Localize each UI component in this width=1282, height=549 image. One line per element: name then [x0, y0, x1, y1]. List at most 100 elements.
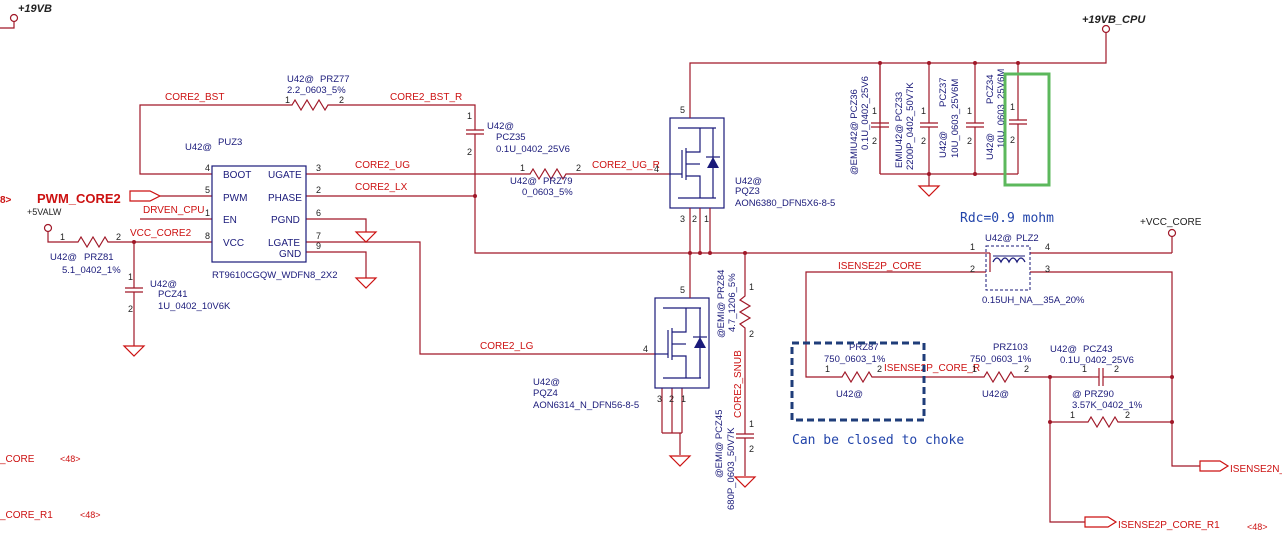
pwm-core2-label: PWM_CORE2 [37, 191, 121, 206]
pcz37-p1: 1 [967, 106, 972, 116]
rail-5valw-terminal [43, 223, 53, 233]
rail-19vb-cpu-label: +19VB_CPU [1082, 14, 1146, 26]
prz87-p2: 2 [877, 364, 882, 374]
prz103-var: U42@ [982, 389, 1009, 400]
ic-pin-name-boot: BOOT [223, 170, 251, 181]
ic-pin-name-lgate: LGATE [268, 238, 300, 249]
capacitor-pcz43 [1092, 368, 1110, 386]
net-core2-lg: CORE2_LG [480, 341, 534, 352]
mosfet-pqz3 [669, 110, 725, 213]
plz2-p2: 2 [970, 264, 975, 274]
ic-ref: PUZ3 [218, 137, 242, 148]
prz81-val: 5.1_0402_1% [62, 265, 121, 276]
ic-pin-name-gnd: GND [279, 249, 301, 260]
prz84-ref: @EMI@ PRZ84 [716, 270, 727, 338]
pqz4-pin-g: 4 [643, 344, 648, 354]
pqz3-pin-d: 5 [680, 105, 685, 115]
pcz43-var: U42@ [1050, 344, 1077, 355]
pqz4-var: U42@ [533, 377, 560, 388]
ic-pin-name-vcc: VCC [223, 238, 244, 249]
net-left-core-ref: <48> [60, 454, 81, 464]
plz2-val: 0.15UH_NA__35A_20% [982, 295, 1085, 306]
pcz36-p1: 1 [872, 106, 877, 116]
pcz41-val: 1U_0402_10V6K [158, 301, 231, 312]
pcz35-p2: 2 [467, 147, 472, 157]
pcz45-ref: @EMI@ PCZ45 [714, 410, 725, 478]
net-drven-cpu: DRVEN_CPU [143, 205, 205, 216]
pcz41-ref: PCZ41 [158, 289, 188, 300]
pqz3-pin-g: 4 [654, 164, 659, 174]
pcz35-p1: 1 [467, 111, 472, 121]
pqz4-val: AON6314_N_DFN56-8-5 [533, 400, 639, 411]
pqz3-pin-s2: 2 [692, 214, 697, 224]
net-core2-lx: CORE2_LX [355, 182, 408, 193]
pqz4-ref: PQZ4 [533, 388, 558, 399]
prz77-p2: 2 [339, 95, 344, 105]
pcz34-p1: 1 [1010, 102, 1015, 112]
pcz45-p2: 2 [749, 444, 754, 454]
pcz33-p1: 1 [921, 106, 926, 116]
pcz43-val: 0.1U_0402_25V6 [1060, 355, 1134, 366]
isense2p-core-r1-arrow [1084, 516, 1118, 528]
pqz4-pin-s2: 2 [669, 394, 674, 404]
ic-pin-num-gnd: 9 [316, 241, 321, 251]
resistor-prz77 [280, 98, 340, 112]
net-isense2p-core: ISENSE2P_CORE [838, 261, 922, 272]
ic-pin-num-ugate: 3 [316, 163, 321, 173]
net-labels: CORE2_BST CORE2_BST_R CORE2_UG CORE2_UG_… [0, 92, 1282, 532]
ic-pin-name-phase: PHASE [268, 193, 302, 204]
plz2-p1: 1 [970, 242, 975, 252]
prz90-ref: @ PRZ90 [1072, 389, 1114, 400]
ground-symbols [122, 185, 941, 488]
resistor-prz84 [738, 280, 752, 340]
net-core2-ug-r: CORE2_UG_R [592, 160, 660, 171]
prz81-p2: 2 [116, 232, 121, 242]
prz87-var: U42@ [836, 389, 863, 400]
capacitor-pcz45 [736, 430, 754, 442]
net-left-core-r1: _CORE_R1 [0, 510, 53, 521]
ic-pin-num-pgnd: 6 [316, 208, 321, 218]
prz77-p1: 1 [285, 95, 290, 105]
capacitor-pcz41 [125, 287, 143, 300]
ic-puz3: U42@ PUZ3 RT9610CGQW_WDFN8_2X2 BOOT PWM … [185, 137, 337, 281]
rail-vcc-core-terminal [1167, 228, 1177, 238]
resistor-prz81 [72, 235, 110, 249]
rail-vcc-core-label: +VCC_CORE [1140, 217, 1202, 228]
ground-gnd [354, 277, 378, 289]
prz87-val: 750_0603_1% [824, 354, 886, 365]
ic-pin-name-ugate: UGATE [268, 170, 302, 181]
rail-19vb-label: +19VB [18, 3, 52, 15]
prz79-ref: PRZ79 [543, 176, 573, 187]
resistor-prz103 [978, 370, 1018, 384]
pcz41-var: U42@ [150, 279, 177, 290]
prz84-p2: 2 [749, 329, 754, 339]
pqz4-pin-d: 5 [680, 285, 685, 295]
pcz45-val: 680P_0603_50V7K [726, 427, 737, 510]
ic-pin-num-vcc: 8 [205, 231, 210, 241]
pcz35-ref: PCZ35 [496, 132, 526, 143]
prz87-p1: 1 [825, 364, 830, 374]
pcz41-p2: 2 [128, 304, 133, 314]
ic-var: U42@ [185, 142, 212, 153]
note-rdc: Rdc=0.9 mohm [960, 211, 1054, 226]
rail-19vb-cpu-terminal [1101, 24, 1111, 34]
prz79-p1: 1 [520, 163, 525, 173]
prz103-ref: PRZ103 [993, 342, 1028, 353]
pwm-offpage-ref: 8> [0, 195, 12, 206]
mosfet-pqz4 [654, 290, 710, 389]
ic-pin-num-boot: 4 [205, 163, 210, 173]
prz87-ref: PRZ87 [849, 342, 879, 353]
prz77-val: 2.2_0603_5% [287, 85, 346, 96]
pcz43-ref: PCZ43 [1083, 344, 1113, 355]
net-core2-ug: CORE2_UG [355, 160, 410, 171]
prz79-val: 0_0603_5% [522, 187, 573, 198]
pcz34-ref: PCZ34 [985, 74, 996, 104]
ground-pcz41 [122, 345, 146, 357]
pcz34-p2: 2 [1010, 135, 1015, 145]
pcz35-var: U42@ [487, 121, 514, 132]
pwm-core2-input: PWM_CORE2 8> [0, 190, 162, 206]
pcz35-val: 0.1U_0402_25V6 [496, 144, 570, 155]
pcz34-var: U42@ [985, 133, 996, 160]
inductor-plz2 [980, 245, 1031, 291]
ic-body [211, 165, 307, 263]
